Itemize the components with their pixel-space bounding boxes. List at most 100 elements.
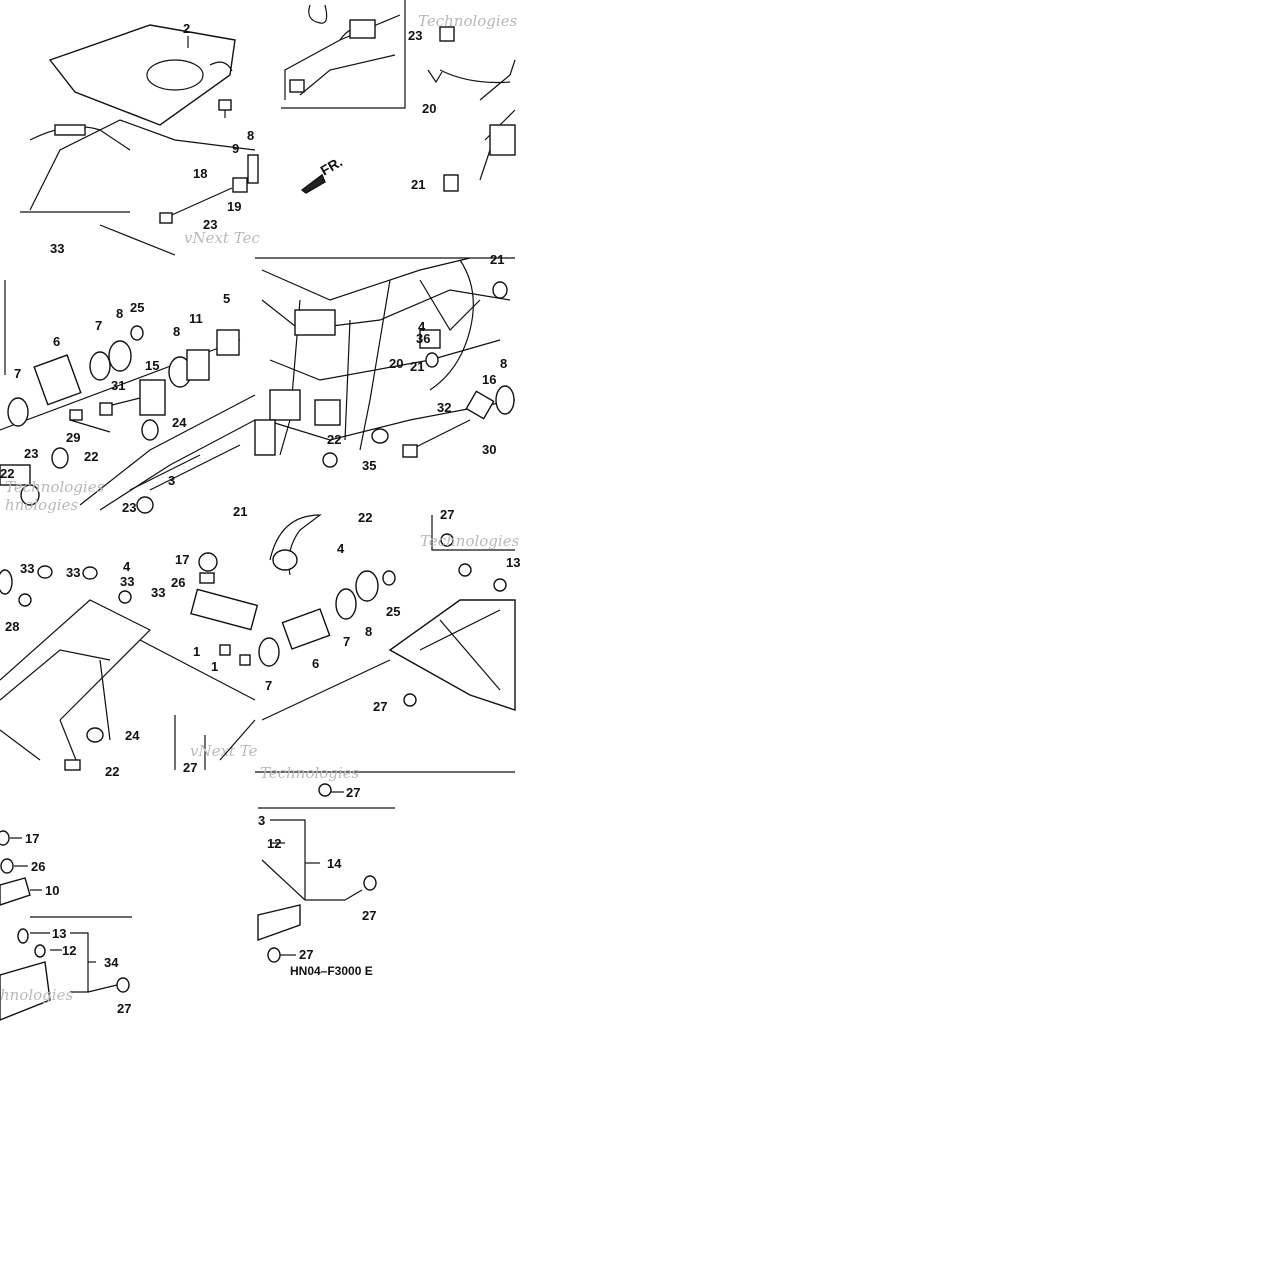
callout-label: 31 — [111, 378, 125, 393]
watermark: Technologies — [418, 12, 518, 30]
callout-label: 5 — [223, 291, 230, 306]
floor-plate-drawing — [20, 24, 259, 256]
callout-label: 23 — [203, 217, 217, 232]
callout-label: 19 — [227, 199, 241, 214]
tile-bottom-right: 27 3 12 14 27 27 HN04–F3000 E Technologi… — [257, 764, 395, 978]
callout-label: 8 — [500, 356, 507, 371]
callout-label: 27 — [299, 947, 313, 962]
callout-label: 27 — [117, 1001, 131, 1016]
tile-top-right: FR. 23 20 21 Technologies — [281, 0, 518, 194]
tile-middle-left: 6 7 8 25 8 11 5 7 31 15 24 29 23 22 22 2… — [0, 280, 256, 519]
callout-label: 33 — [151, 585, 165, 600]
callout-label: 6 — [312, 656, 319, 671]
callout-label: 7 — [265, 678, 272, 693]
callout-label: 8 — [247, 128, 254, 143]
diagram-code: HN04–F3000 E — [290, 964, 373, 978]
callout-label: 24 — [172, 415, 187, 430]
watermark: Technologies — [260, 764, 360, 782]
callout-label: 33 — [66, 565, 80, 580]
callout-label: 17 — [25, 831, 39, 846]
callout-label: 21 — [411, 177, 425, 192]
tile-middle-right: 4 36 20 21 21 8 16 32 30 22 35 — [254, 252, 516, 473]
callout-label: 14 — [327, 856, 342, 871]
callout-label: 4 — [418, 319, 426, 334]
callout-label: 9 — [232, 141, 239, 156]
callout-label: 33 — [50, 241, 64, 256]
callout-label: 26 — [171, 575, 185, 590]
shaft-assembly-drawing — [0, 280, 256, 514]
callout-label: 2 — [183, 21, 190, 36]
callout-label: 33 — [20, 561, 34, 576]
callout-label: 6 — [53, 334, 60, 349]
callout-label: 35 — [362, 458, 376, 473]
watermark: hnologies — [0, 986, 73, 1004]
callout-label: 27 — [362, 908, 376, 923]
callout-label: 22 — [0, 466, 14, 481]
callout-label: 21 — [490, 252, 504, 267]
callout-label: 20 — [389, 356, 403, 371]
callout-label: 22 — [327, 432, 341, 447]
callout-label: 22 — [84, 449, 98, 464]
callout-label: 3 — [168, 473, 175, 488]
callout-label: 18 — [193, 166, 207, 181]
watermark: Technologies — [5, 478, 105, 496]
callout-label: 16 — [482, 372, 496, 387]
callout-label: 25 — [386, 604, 400, 619]
callout-label: 28 — [5, 619, 19, 634]
callout-label: 27 — [346, 785, 360, 800]
callout-label: 4 — [123, 559, 131, 574]
callout-label: 10 — [45, 883, 59, 898]
callout-label: 32 — [437, 400, 451, 415]
callout-label: 3 — [258, 813, 265, 828]
callout-label: 13 — [506, 555, 520, 570]
frame-drawing — [254, 257, 516, 468]
callout-2: 2 — [183, 21, 190, 48]
callout-label: 1 — [193, 644, 200, 659]
callout-label: 13 — [52, 926, 66, 941]
callout-label: 36 — [416, 331, 430, 346]
callout-label: 7 — [95, 318, 102, 333]
callout-label: 33 — [120, 574, 134, 589]
watermark: hnologies — [5, 496, 78, 514]
callout-label: 34 — [104, 955, 119, 970]
callout-label: 8 — [365, 624, 372, 639]
callout-label: 7 — [14, 366, 21, 381]
callout-label: 22 — [105, 764, 119, 779]
plate-detail-drawing — [257, 791, 395, 963]
mount-bracket-drawing — [0, 552, 259, 771]
watermark: vNext Tec — [184, 229, 260, 247]
tile-top-left: 2 18 9 8 19 23 33 vNext Tec — [20, 21, 260, 256]
callout-label: 22 — [358, 510, 372, 525]
callout-label: 21 — [410, 359, 424, 374]
callout-label: 1 — [211, 659, 218, 674]
skid-plate-drawing — [219, 514, 516, 797]
callout-label: 8 — [116, 306, 123, 321]
callout-label: 29 — [66, 430, 80, 445]
callout-label: 11 — [189, 311, 203, 326]
callout-label: 23 — [408, 28, 422, 43]
callout-label: 12 — [62, 943, 76, 958]
callout-label: 27 — [373, 699, 387, 714]
callout-label: 20 — [422, 101, 436, 116]
callout-label: 8 — [173, 324, 180, 339]
callout-label: 4 — [337, 541, 345, 556]
tile-lower-left: 33 33 4 33 33 28 17 26 1 1 24 22 27 vNex… — [0, 552, 259, 779]
callout-label: 17 — [175, 552, 189, 567]
callout-label: 30 — [482, 442, 496, 457]
callout-label: 26 — [31, 859, 45, 874]
callout-label: 15 — [145, 358, 159, 373]
tile-bottom-left: 17 26 10 13 12 34 27 hnologies — [0, 830, 132, 1021]
callout-label: 7 — [343, 634, 350, 649]
tile-lower-right: 22 4 7 8 25 7 6 27 13 27 Technologies — [219, 507, 520, 797]
bracket-detail-drawing — [0, 830, 132, 1021]
watermark: Technologies — [420, 532, 520, 550]
callout-label: 23 — [122, 500, 136, 515]
watermark: vNext Te — [190, 742, 258, 760]
frame-inset-drawing — [281, 0, 516, 194]
callout-label: 23 — [24, 446, 38, 461]
callout-label: 12 — [267, 836, 281, 851]
callout-label: 24 — [125, 728, 140, 743]
callout-label: 27 — [183, 760, 197, 775]
callout-label: 27 — [440, 507, 454, 522]
